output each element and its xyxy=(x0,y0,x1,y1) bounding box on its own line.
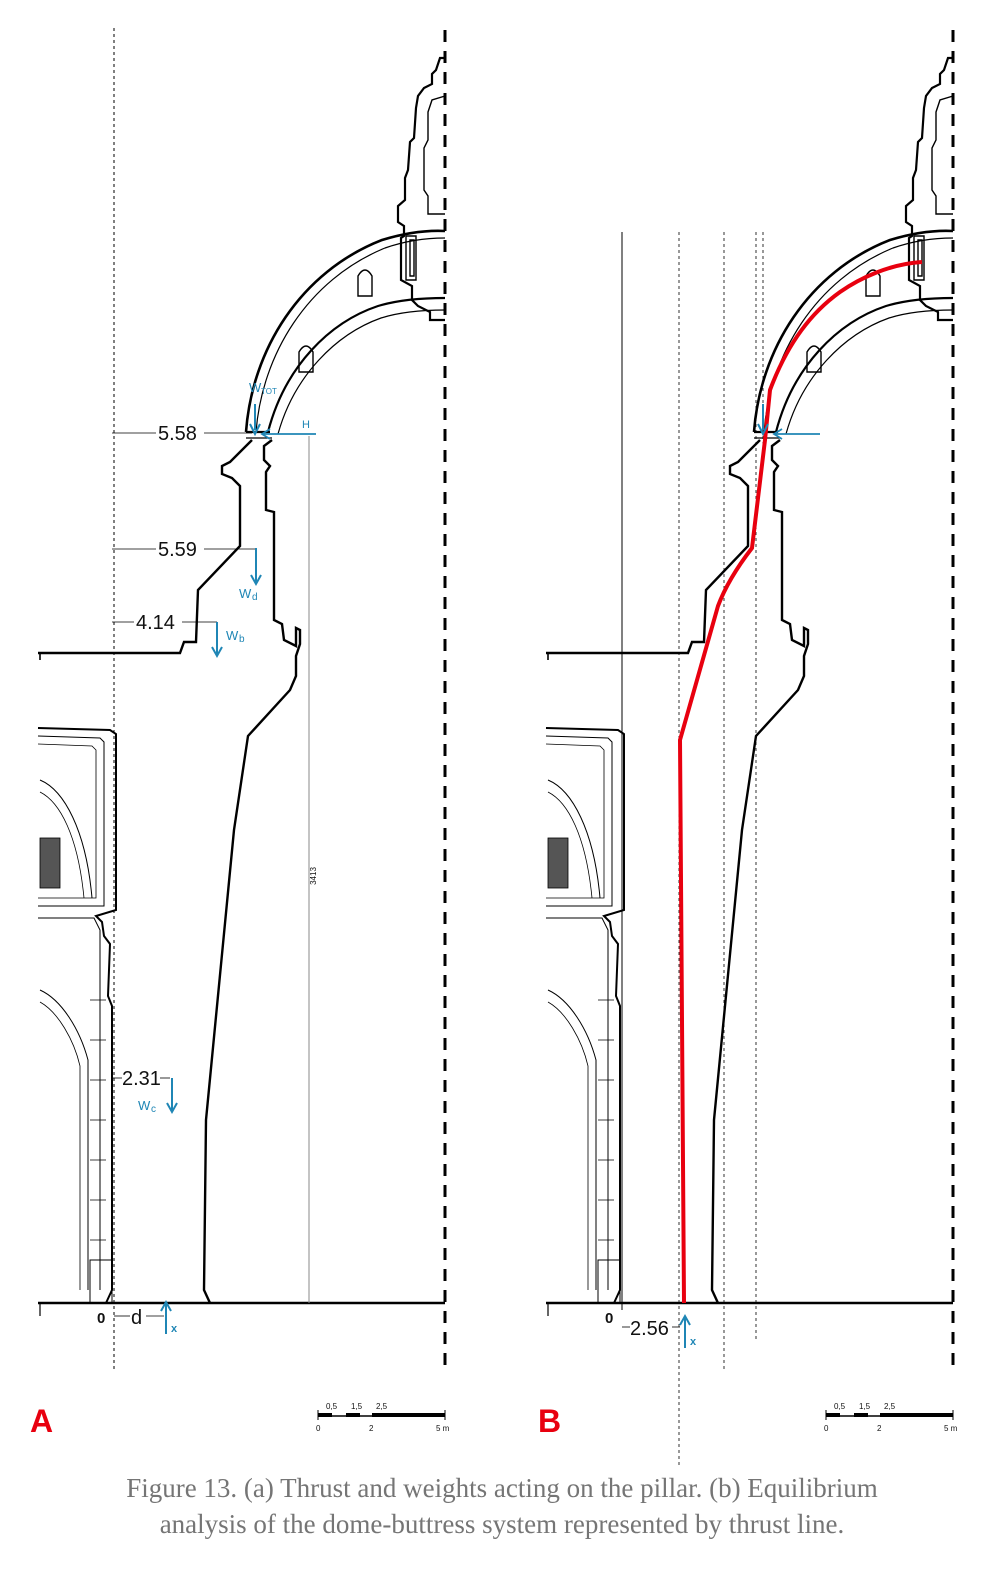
label-wc: W xyxy=(138,1098,151,1113)
scale-bottom-2: 2 xyxy=(369,1424,374,1433)
scale-b-top-3: 2,5 xyxy=(884,1402,896,1411)
figure-caption: Figure 13. (a) Thrust and weights acting… xyxy=(0,1470,1004,1542)
scale-bar-a: 0,5 1,5 2,5 0 2 5 m xyxy=(316,1402,450,1433)
label-x-b: x xyxy=(690,1336,697,1348)
dimension-4-14: 4.14 xyxy=(136,612,175,634)
dimension-5-59: 5.59 xyxy=(158,539,197,561)
height-label: 3413 xyxy=(309,867,318,885)
scale-b-bottom-2: 2 xyxy=(877,1424,882,1433)
label-wb-sub: b xyxy=(239,634,245,645)
label-wtot-sub: TOT xyxy=(261,387,277,396)
label-wd-sub: d xyxy=(252,592,258,603)
reaction-arrow-a xyxy=(160,1299,172,1334)
label-x-a: x xyxy=(171,1323,178,1335)
force-wd xyxy=(250,548,262,587)
scale-bottom-1: 0 xyxy=(316,1424,321,1433)
force-h xyxy=(260,428,316,440)
thrust-line xyxy=(677,260,923,1304)
scale-b-top-1: 0,5 xyxy=(834,1402,846,1411)
scale-bar-b: 0,5 1,5 2,5 0 2 5 m xyxy=(824,1402,958,1433)
caption-line-1: Figure 13. (a) Thrust and weights acting… xyxy=(126,1473,878,1503)
dimension-2-56: 2.56 xyxy=(630,1318,669,1340)
scale-top-1: 0,5 xyxy=(326,1402,338,1411)
force-wtot xyxy=(249,404,261,437)
scale-bottom-3: 5 m xyxy=(436,1424,450,1433)
base-zero-b: 0 xyxy=(605,1310,613,1327)
dimension-5-58: 5.58 xyxy=(158,423,197,445)
force-wc xyxy=(166,1078,178,1115)
label-h: H xyxy=(302,419,310,431)
base-distance-d: d xyxy=(131,1307,142,1329)
panel-a: 3413 5.58 5.59 4.14 2.31 0 d W TOT H xyxy=(30,28,450,1439)
force-wtot-b xyxy=(757,404,769,437)
scale-b-bottom-1: 0 xyxy=(824,1424,829,1433)
label-wc-sub: c xyxy=(151,1104,156,1115)
force-h-b xyxy=(772,428,820,440)
section-drawing-b xyxy=(544,28,955,1372)
panel-label-b: B xyxy=(538,1403,561,1439)
label-wb: W xyxy=(226,628,239,643)
label-wd: W xyxy=(239,586,252,601)
scale-b-top-2: 1,5 xyxy=(859,1402,871,1411)
scale-b-bottom-3: 5 m xyxy=(944,1424,958,1433)
force-wb xyxy=(211,622,223,659)
base-zero-a: 0 xyxy=(97,1310,105,1327)
scale-top-3: 2,5 xyxy=(376,1402,388,1411)
figure-diagram: 3413 5.58 5.59 4.14 2.31 0 d W TOT H xyxy=(30,28,958,1465)
label-wtot: W xyxy=(249,380,262,395)
caption-line-2: analysis of the dome-buttress system rep… xyxy=(159,1509,845,1539)
reaction-arrow-b xyxy=(679,1313,691,1348)
dimension-2-31: 2.31 xyxy=(122,1068,161,1090)
scale-top-2: 1,5 xyxy=(351,1402,363,1411)
section-drawing-a xyxy=(36,28,447,1372)
panel-label-a: A xyxy=(30,1403,53,1439)
panel-b: 0,5 1,5 2,5 0 2 5 m 0 2.56 xyxy=(538,28,958,1465)
